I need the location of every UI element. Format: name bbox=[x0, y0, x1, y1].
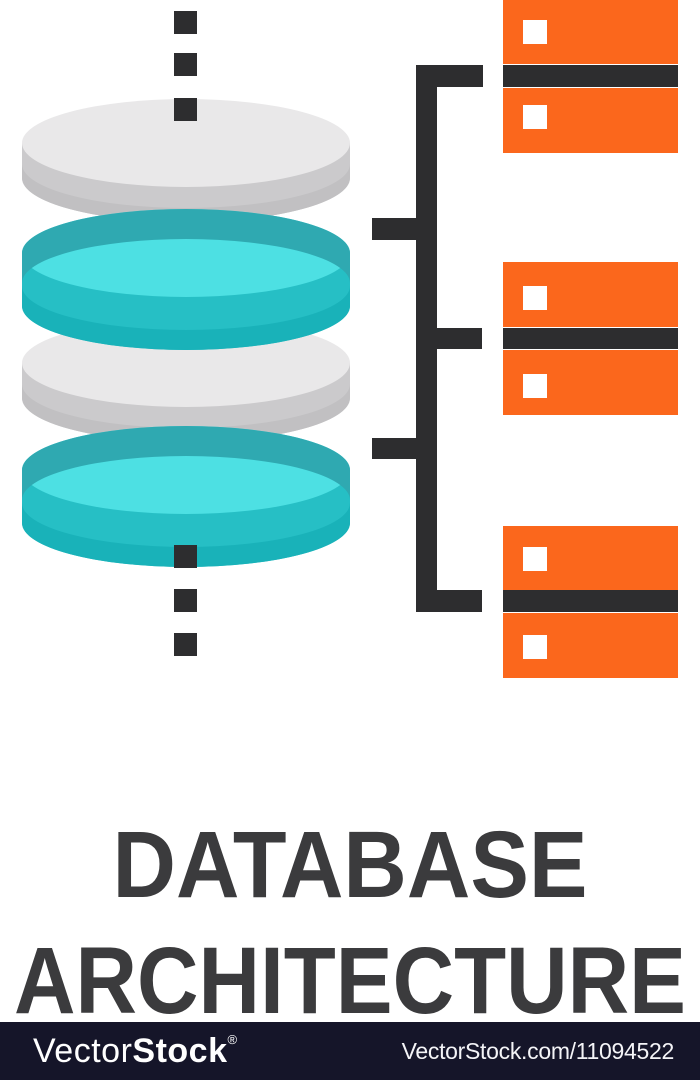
server-led bbox=[523, 286, 547, 310]
server-led bbox=[523, 105, 547, 129]
watermark-bar: VectorStock® VectorStock.com/11094522 bbox=[0, 1022, 700, 1080]
connector-trunk bbox=[416, 65, 437, 612]
caption: DATABASE ARCHITECTURE bbox=[14, 812, 686, 1022]
caption-line-1: DATABASE bbox=[113, 812, 588, 918]
image-url-label: VectorStock.com/11094522 bbox=[401, 1037, 675, 1064]
server-led bbox=[523, 547, 547, 571]
logo-text-bold: Stock bbox=[132, 1031, 228, 1070]
logo-text-light: Vector bbox=[33, 1031, 133, 1070]
server-led bbox=[523, 374, 547, 398]
database-stack-icon bbox=[22, 99, 350, 567]
vectorstock-logo: VectorStock® bbox=[33, 1032, 238, 1071]
connector-arm-middle bbox=[437, 328, 482, 349]
disk-gray-1 bbox=[22, 99, 350, 222]
connector-arm-top bbox=[437, 65, 483, 87]
registered-trademark-icon: ® bbox=[227, 1031, 238, 1047]
server-rack-1 bbox=[503, 0, 678, 153]
server-rack-3 bbox=[503, 526, 678, 678]
connector-tree bbox=[372, 65, 483, 612]
caption-line-2: ARCHITECTURE bbox=[14, 928, 686, 1022]
dotted-axis-icon bbox=[174, 11, 197, 656]
server-rack-2 bbox=[503, 262, 678, 415]
connector-arm-bottom bbox=[437, 590, 482, 612]
connector-stub-upper bbox=[372, 218, 416, 240]
connector-stub-lower bbox=[372, 438, 416, 459]
disk-teal-2 bbox=[22, 426, 350, 567]
disk-teal-1 bbox=[22, 209, 350, 350]
database-architecture-illustration: DATABASE ARCHITECTURE bbox=[14, 0, 686, 1022]
server-led bbox=[523, 635, 547, 659]
server-led bbox=[523, 20, 547, 44]
